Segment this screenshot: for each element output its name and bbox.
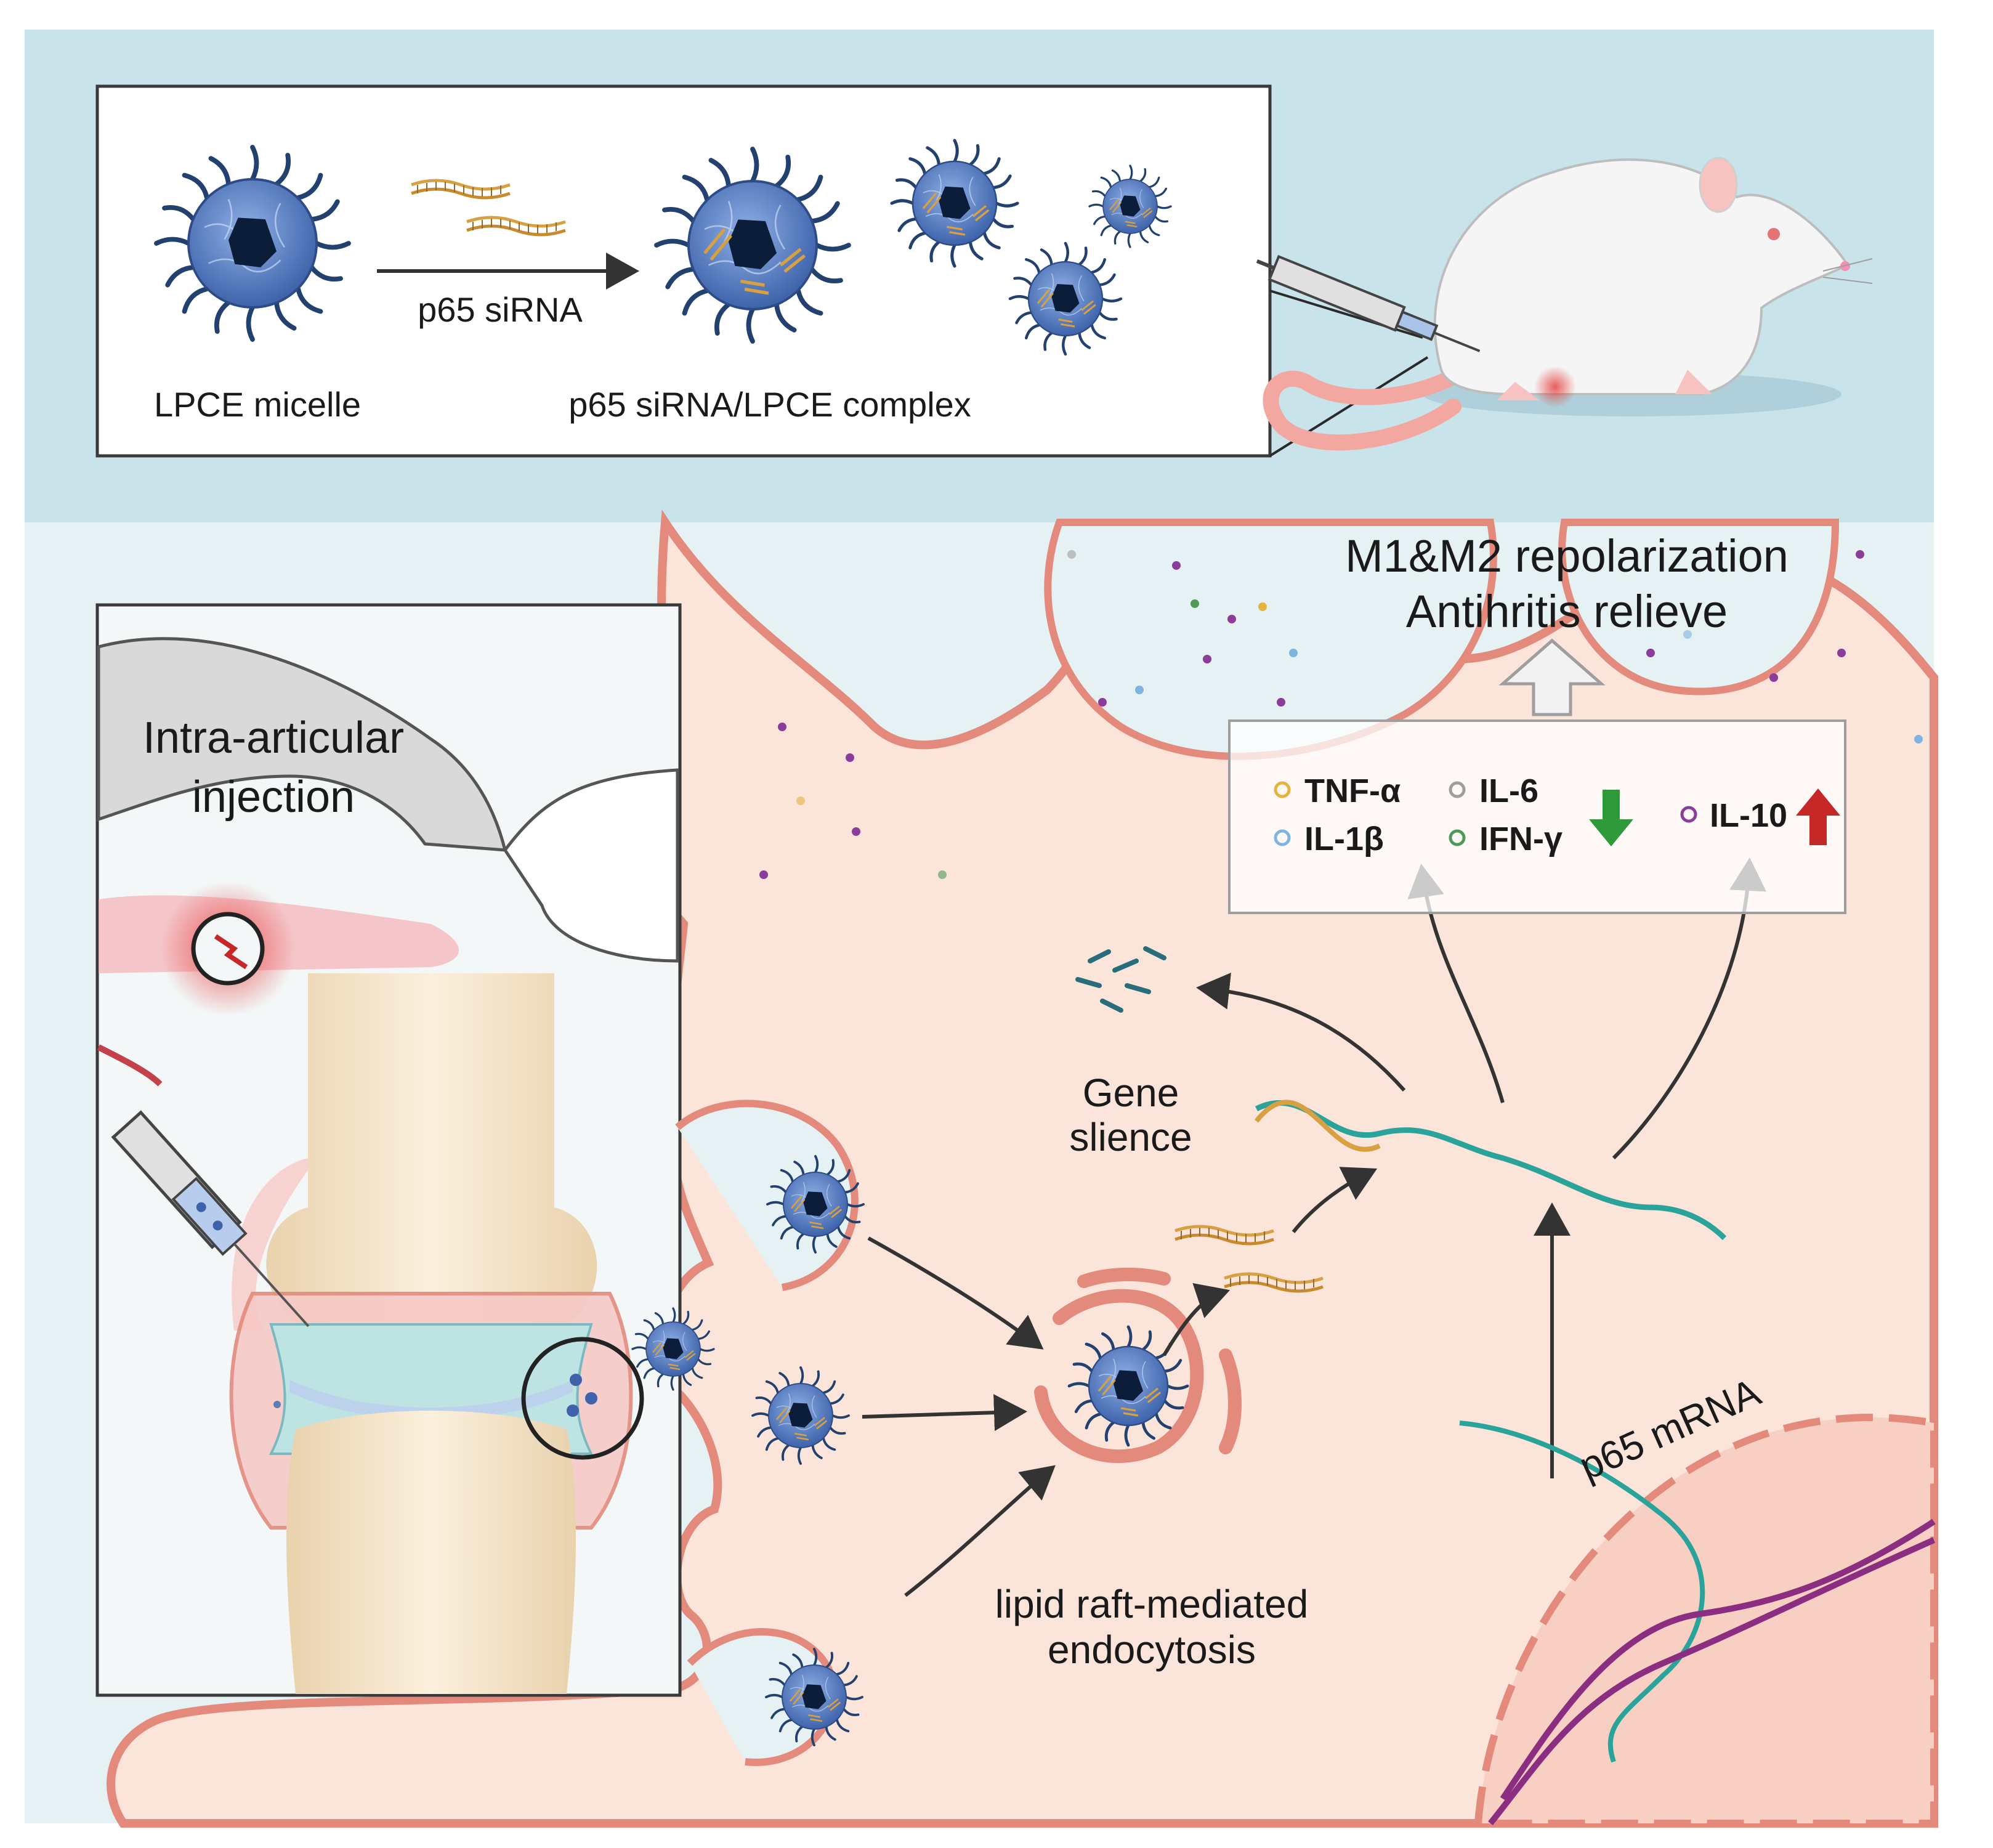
rat-illustration xyxy=(1263,156,1873,451)
il6-dot xyxy=(1449,781,1466,798)
nuclear-mrna xyxy=(1459,1420,1705,1763)
complex-small xyxy=(892,140,1017,266)
il1b-label: IL-1β xyxy=(1304,821,1384,857)
uptake-arrows xyxy=(862,857,1767,1597)
dna-helix xyxy=(1500,1518,1936,1801)
cytokine-il10: IL-10 xyxy=(1680,797,1787,834)
tnf-label: TNF-α xyxy=(1304,772,1401,809)
micelle-label: LPCE micelle xyxy=(154,385,361,424)
cytokine-box xyxy=(1228,719,1846,914)
dna-helix xyxy=(1488,1537,1936,1826)
synovium-inset xyxy=(521,1337,644,1460)
complex-small xyxy=(1010,243,1121,354)
mrna-strand xyxy=(1255,1100,1727,1241)
down-arrow xyxy=(1589,790,1633,846)
joint-illustration xyxy=(97,637,679,1694)
il10-label: IL-10 xyxy=(1710,797,1787,834)
extracellular-pocket xyxy=(1558,519,1840,695)
gene-silence-line2: slience xyxy=(1069,1115,1192,1159)
ifng-label: IFN-γ xyxy=(1479,821,1562,857)
gene-silence-line1: Gene xyxy=(1083,1071,1179,1115)
endosome xyxy=(1034,1289,1204,1464)
ifng-dot xyxy=(1449,829,1466,846)
degraded-mrna-fragments xyxy=(1075,946,1166,1013)
syringe-top xyxy=(1256,254,1481,352)
il10-dot xyxy=(1680,806,1697,823)
cytokine-il6: IL-6 xyxy=(1449,772,1538,809)
injection-label-line1: Intra-articular xyxy=(143,713,404,763)
complex-endocytosing xyxy=(766,1649,862,1745)
complex-endocytosing xyxy=(753,1368,849,1464)
outcome-arrow xyxy=(1498,638,1606,716)
cytokine-ifng: IFN-γ xyxy=(1449,821,1562,857)
il1b-dot xyxy=(1274,829,1291,846)
endocytosis-line2: endocytosis xyxy=(1048,1627,1256,1672)
endosome-fragment xyxy=(1077,1267,1171,1288)
up-arrow xyxy=(1796,788,1840,845)
endocytosis-line1: lipid raft-mediated xyxy=(995,1582,1309,1626)
tnf-dot xyxy=(1274,781,1291,798)
knee-lesion-inset xyxy=(191,912,265,986)
cytokine-dots xyxy=(759,550,1923,879)
outcome-line1: M1&M2 repolarization xyxy=(1345,530,1789,582)
sirna-bound xyxy=(1254,1100,1381,1152)
endosome-fragment xyxy=(1219,1348,1242,1454)
lpce-micelle xyxy=(156,147,349,339)
endocytosis-pit xyxy=(675,1100,859,1291)
rat-knee-glow xyxy=(1534,366,1576,408)
arrow-label: p65 siRNA xyxy=(418,290,583,329)
outcome-line2: Antihritis relieve xyxy=(1406,586,1728,637)
cytokine-il1b: IL-1β xyxy=(1274,821,1384,857)
complex-endocytosing xyxy=(767,1156,863,1252)
injection-label-line2: injection xyxy=(192,772,355,822)
complex-label: p65 siRNA/LPCE complex xyxy=(568,385,971,424)
nucleus xyxy=(1474,1414,1938,1827)
syringe-joint xyxy=(111,1110,310,1327)
cytokine-tnf: TNF-α xyxy=(1274,772,1401,809)
lesion-bolt xyxy=(214,934,248,970)
inset-micelles xyxy=(567,1374,597,1417)
complex-extracellular xyxy=(633,1308,714,1390)
complex-small xyxy=(1089,166,1171,247)
il6-label: IL-6 xyxy=(1479,772,1538,809)
sirna-lpce-complex xyxy=(657,149,849,341)
